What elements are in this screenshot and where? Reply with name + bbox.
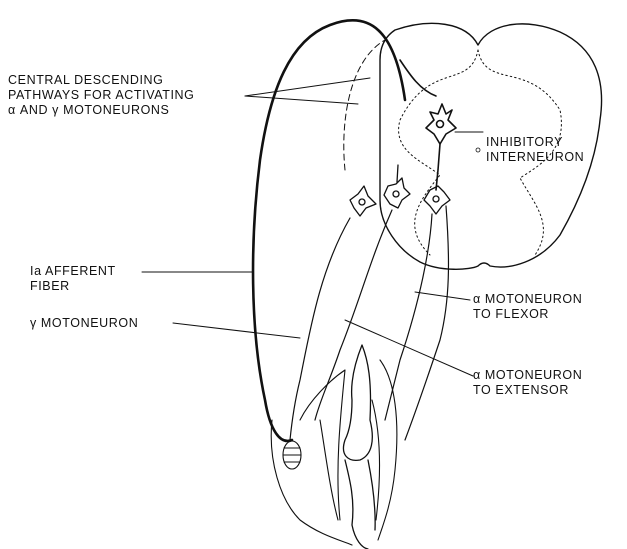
descending-pathway xyxy=(344,40,385,170)
label-alpha-flexor: α MOTONEURON TO FLEXOR xyxy=(473,292,582,322)
muscle-spindle xyxy=(283,441,301,469)
central-canal xyxy=(476,148,480,152)
label-gamma-motoneuron: γ MOTONEURON xyxy=(30,316,138,331)
label-central-pathways: CENTRAL DESCENDING PATHWAYS FOR ACTIVATI… xyxy=(8,73,195,118)
gamma-motoneuron-cell xyxy=(350,186,376,216)
inhibitory-interneuron xyxy=(426,104,456,190)
extensor-muscle xyxy=(300,370,345,520)
alpha-motoneuron-extensor xyxy=(384,165,410,208)
tibia xyxy=(345,460,375,549)
label-alpha-extensor: α MOTONEURON TO EXTENSOR xyxy=(473,368,582,398)
label-ia-afferent: Ia AFFERENT FIBER xyxy=(30,264,116,294)
femur xyxy=(343,345,372,460)
ia-afferent-branch xyxy=(400,60,436,96)
alpha-extensor-axon xyxy=(315,210,392,420)
label-inhibitory-interneuron: INHIBITORY INTERNEURON xyxy=(486,135,584,165)
